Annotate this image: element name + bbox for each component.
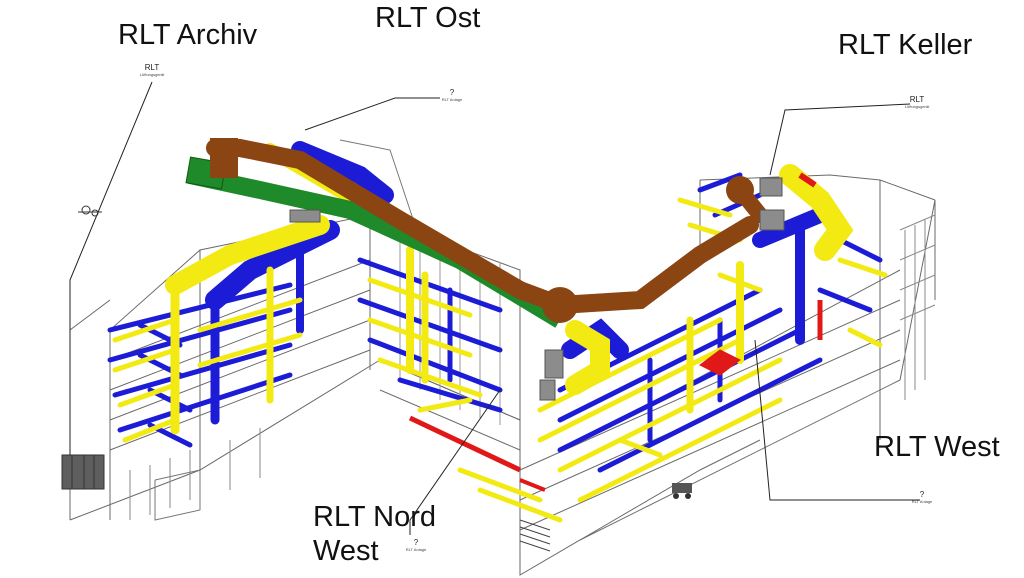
label-rlt-west: RLT West	[874, 431, 1000, 463]
leader-lines	[69, 81, 920, 535]
tag-keller: RLT Lüftungsgerät	[903, 95, 931, 109]
tag-archiv: RLT Lüftungsgerät	[138, 63, 166, 77]
building-structure	[69, 139, 936, 576]
tag-nordwest-title: ?	[413, 538, 419, 547]
heating-pipes	[408, 172, 823, 492]
label-rlt-nord-west-line1: RLT Nord	[313, 501, 437, 533]
label-rlt-archiv: RLT Archiv	[118, 19, 258, 51]
tag-keller-title: RLT	[909, 95, 925, 104]
supply-air-ducts	[107, 141, 883, 473]
valve-symbol	[78, 205, 102, 217]
tag-ost: ? RLT Anlage	[434, 88, 470, 102]
tag-ost-sub: RLT Anlage	[441, 97, 463, 102]
air-handling-unit	[61, 454, 105, 490]
tag-nordwest-sub: RLT Anlage	[405, 547, 427, 552]
tag-archiv-title: RLT	[144, 63, 160, 72]
small-equipment	[672, 483, 692, 499]
tag-west: ? RLT Anlage	[904, 490, 940, 504]
label-rlt-ost: RLT Ost	[375, 2, 481, 34]
tag-west-sub: RLT Anlage	[911, 499, 933, 504]
label-rlt-keller: RLT Keller	[838, 29, 973, 61]
tag-nordwest: ? RLT Anlage	[398, 538, 434, 552]
tag-west-title: ?	[919, 490, 925, 499]
tag-ost-title: ?	[449, 88, 455, 97]
tag-keller-sub: Lüftungsgerät	[904, 104, 930, 109]
tag-archiv-sub: Lüftungsgerät	[139, 72, 165, 77]
label-rlt-nord-west-line2: West	[313, 535, 379, 567]
grey-duct-segments	[289, 177, 785, 401]
main-exhaust-duct	[206, 138, 768, 323]
